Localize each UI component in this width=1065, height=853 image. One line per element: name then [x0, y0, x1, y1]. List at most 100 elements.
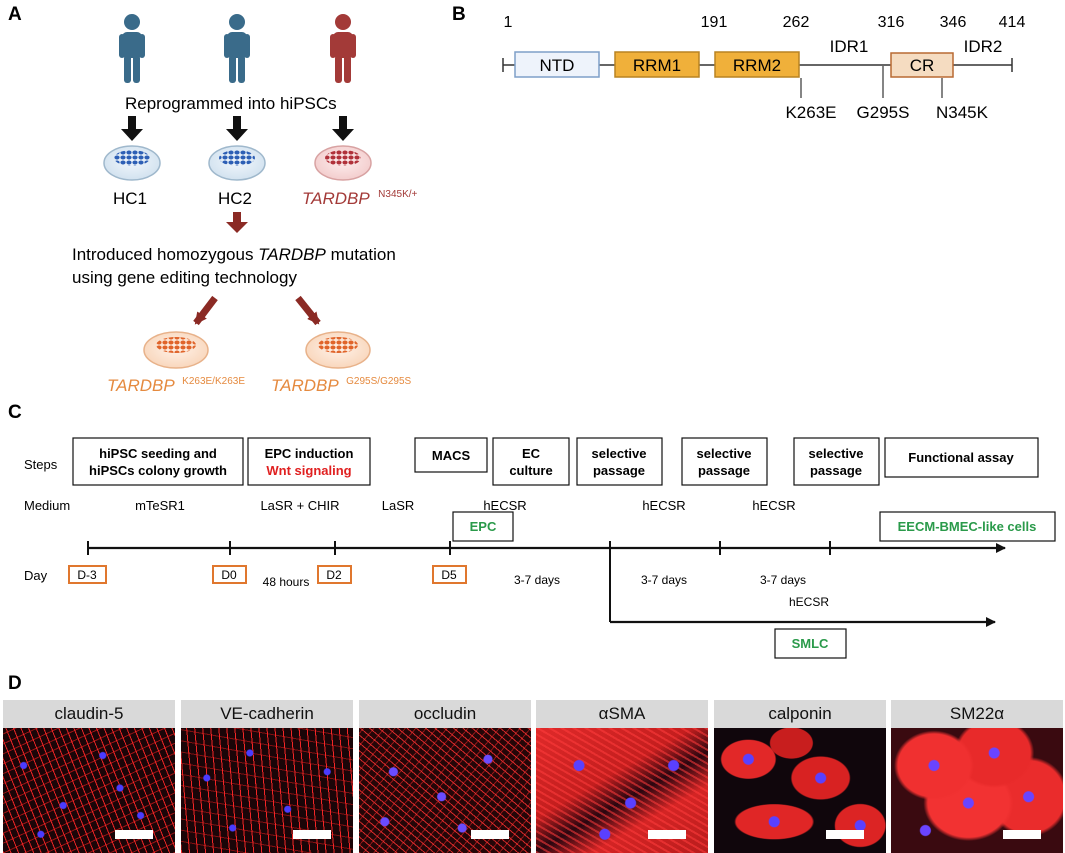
edited-line-g295s: TARDBP G295S/G295S [271, 376, 412, 395]
patient-genotype: N345K/+ [378, 189, 417, 200]
editing-text-line2: using gene editing technology [72, 268, 297, 287]
medium-lasr-chir: LaSR + CHIR [260, 498, 339, 513]
cr-domain [890, 52, 954, 78]
dish-patient-icon [314, 145, 372, 181]
duration-48h: 48 hours [263, 575, 310, 589]
reprogram-text: Reprogrammed into hiPSCs [125, 94, 337, 113]
step-3-line1: MACS [432, 448, 471, 463]
panel-label-b: B [452, 4, 466, 25]
step-box-8 [884, 437, 1039, 478]
position-1: 1 [504, 14, 513, 31]
step-8-line1: Functional assay [908, 450, 1014, 465]
dish-edited-k263e-icon [143, 331, 209, 369]
scale-bar [471, 830, 509, 839]
scale-bar [826, 830, 864, 839]
editing-text-line1: Introduced homozygous TARDBP mutation [72, 245, 396, 264]
step-1-line1: hiPSC seeding and [99, 446, 217, 461]
step-box-7 [793, 437, 880, 486]
stain-label-sm22a: SM22α [891, 700, 1063, 728]
step-6-line1: selective [697, 446, 752, 461]
mutation-k263e: K263E [785, 103, 836, 122]
cell-type-box-epc [452, 511, 514, 542]
cell-type-smlc: SMLC [792, 636, 829, 651]
cell-type-eecm: EECM-BMEC-like cells [898, 519, 1037, 534]
micrograph-ve-cadherin: VE-cadherin [181, 700, 353, 853]
patient-gene: TARDBP [302, 189, 370, 208]
duration-3: 3-7 days [760, 573, 806, 587]
mutation-g295s: G295S [857, 103, 910, 122]
stain-label-occludin: occludin [359, 700, 531, 728]
scale-bar [648, 830, 686, 839]
patient-person-icon [330, 14, 356, 83]
medium-hecsr-3: hECSR [752, 498, 795, 513]
healthy-person-icon-1 [119, 14, 145, 83]
scale-bar [293, 830, 331, 839]
rrm2-label: RRM2 [733, 56, 781, 75]
panel-label-c: C [8, 402, 22, 423]
step-4-line1: EC [522, 446, 541, 461]
step-7-line1: selective [809, 446, 864, 461]
figure-canvas: A Reprogrammed into hiPSCs [8, 4, 1056, 694]
medium-hecsr-4: hECSR [789, 595, 829, 609]
row-label-medium: Medium [24, 498, 70, 513]
stain-label-asma: αSMA [536, 700, 708, 728]
step-box-4 [492, 437, 570, 486]
dish-hc2-icon [208, 145, 266, 181]
hc1-label: HC1 [113, 189, 147, 208]
duration-1: 3-7 days [514, 573, 560, 587]
step-box-3 [414, 437, 488, 473]
position-346: 346 [940, 14, 967, 31]
position-316: 316 [878, 14, 905, 31]
cell-type-box-eecm [879, 511, 1056, 542]
micrograph-calponin: calponin [714, 700, 886, 853]
rrm1-domain [614, 51, 700, 78]
healthy-person-icon-2 [224, 14, 250, 83]
row-label-day: Day [24, 568, 48, 583]
day-d-3: D-3 [77, 568, 97, 582]
day-box-d2 [317, 565, 352, 584]
hc2-label: HC2 [218, 189, 252, 208]
step-2-line1: EPC induction [265, 446, 354, 461]
micrograph-claudin-5: claudin-5 [3, 700, 175, 853]
micrograph-occludin: occludin [359, 700, 531, 853]
red-diagonal-arrow-icon [295, 295, 321, 326]
position-414: 414 [999, 14, 1026, 31]
step-5-line1: selective [592, 446, 647, 461]
step-box-5 [576, 437, 663, 486]
cell-type-epc: EPC [470, 519, 497, 534]
down-arrow-icon [121, 116, 354, 141]
row-label-steps: Steps [24, 457, 58, 472]
scale-bar [1003, 830, 1041, 839]
ntd-label: NTD [540, 56, 575, 75]
cell-type-box-smlc [774, 628, 847, 659]
step-2-line2: Wnt signaling [266, 463, 351, 478]
day-d2: D2 [326, 568, 342, 582]
day-d5: D5 [441, 568, 457, 582]
stain-label-ve-cadherin: VE-cadherin [181, 700, 353, 728]
day-d0: D0 [221, 568, 237, 582]
step-1-line2: hiPSCs colony growth [89, 463, 227, 478]
edited-line-k263e: TARDBP K263E/K263E [107, 376, 245, 395]
timeline-ticks [87, 541, 831, 555]
step-box-6 [681, 437, 768, 486]
medium-mtesr1: mTeSR1 [135, 498, 185, 513]
step-4-line2: culture [509, 463, 552, 478]
day-box-d5 [432, 565, 467, 584]
stain-label-claudin-5: claudin-5 [3, 700, 175, 728]
step-box-1 [72, 437, 244, 486]
micrograph-asma: αSMA [536, 700, 708, 853]
panel-label-d: D [8, 673, 22, 694]
scale-bar [115, 830, 153, 839]
medium-lasr: LaSR [382, 498, 415, 513]
rrm1-label: RRM1 [633, 56, 681, 75]
red-diagonal-arrow-icon [193, 295, 218, 326]
cr-label: CR [910, 56, 935, 75]
dish-hc1-icon [103, 145, 161, 181]
rrm2-domain [714, 51, 800, 78]
stain-label-calponin: calponin [714, 700, 886, 728]
position-191: 191 [701, 14, 728, 31]
idr1-label: IDR1 [830, 37, 869, 56]
step-5-line2: passage [593, 463, 645, 478]
red-down-arrow-icon [226, 212, 248, 233]
medium-hecsr-2: hECSR [642, 498, 685, 513]
